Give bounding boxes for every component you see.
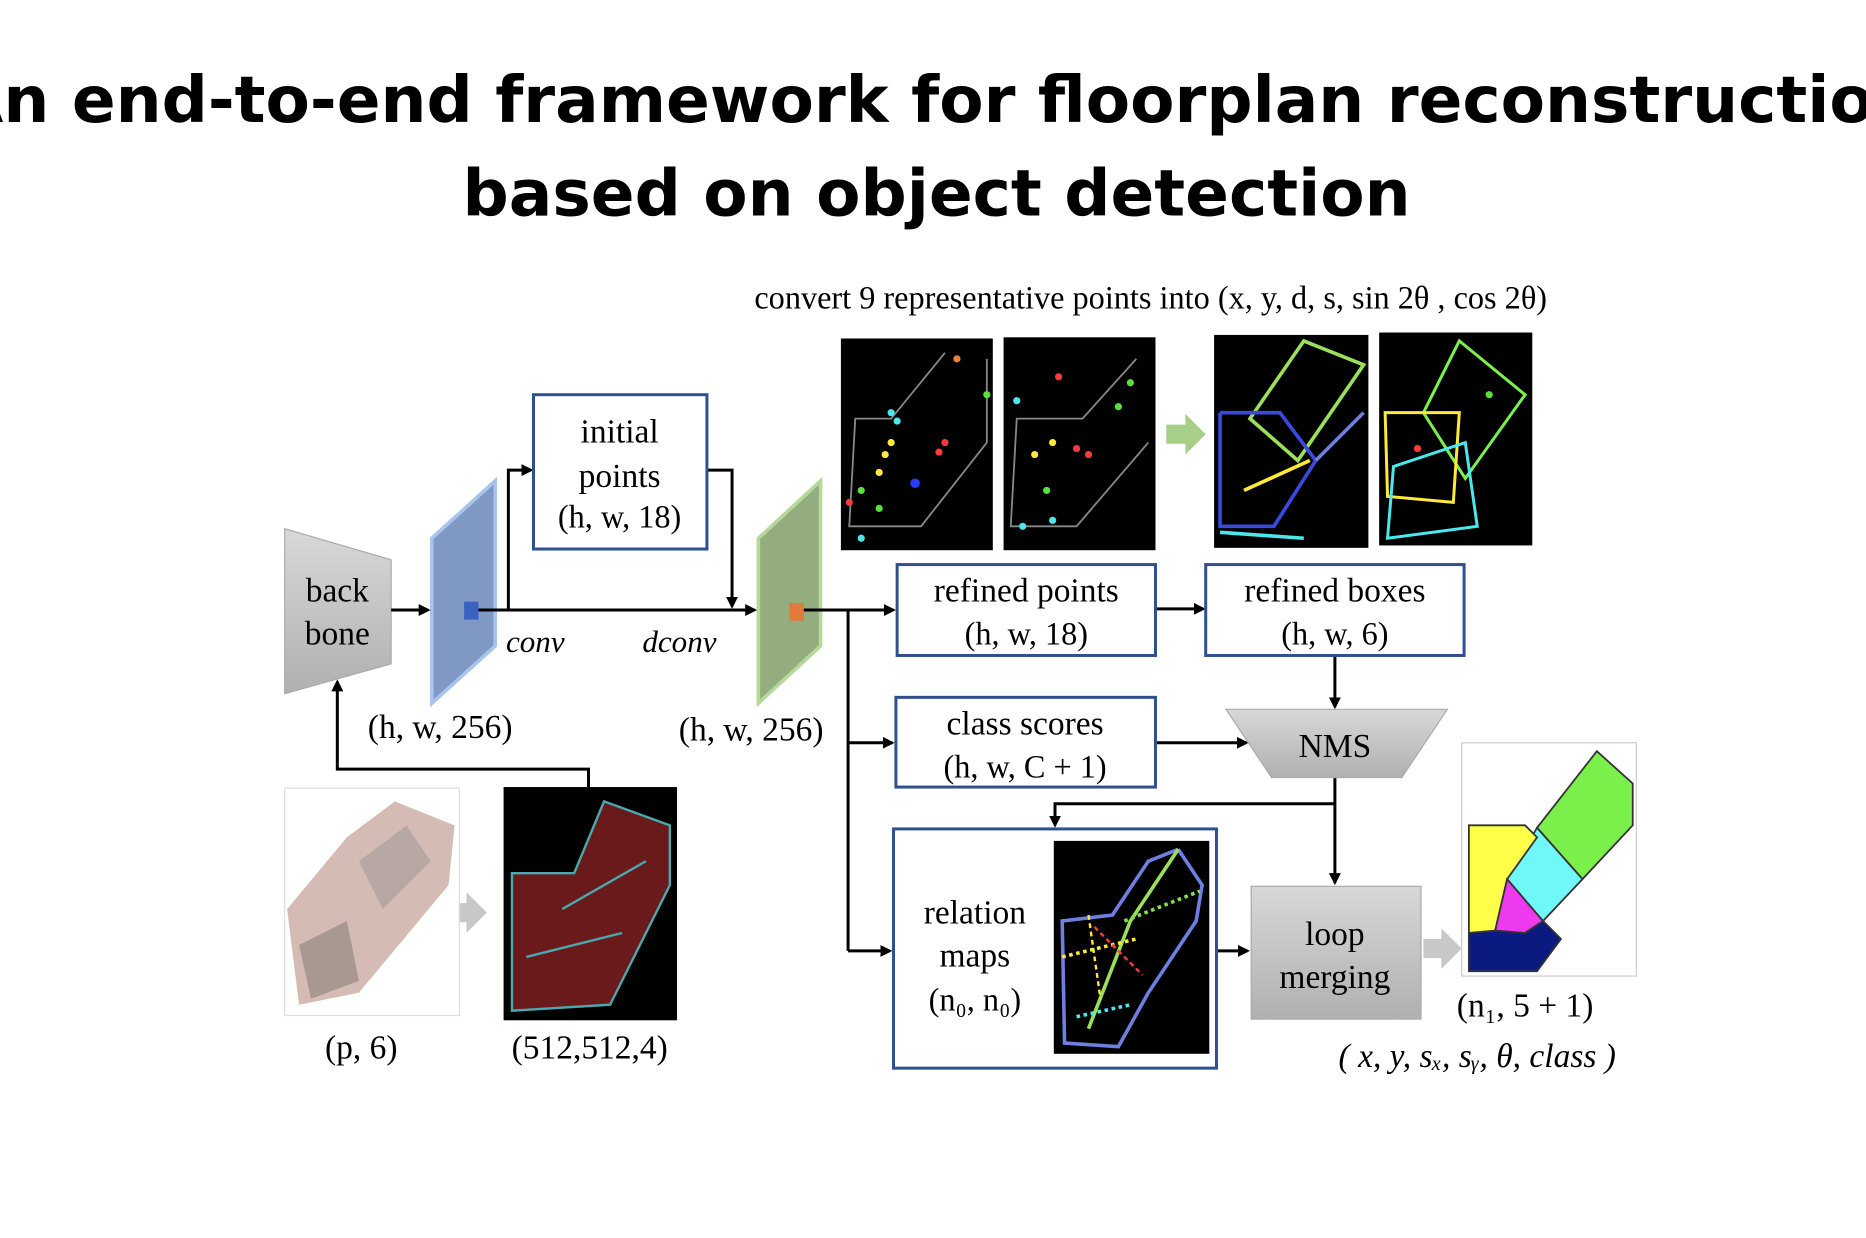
title-line-1: An end-to-end framework for floorplan re… <box>0 63 1866 138</box>
green-arrow-convert <box>1166 413 1206 455</box>
rgb-density-input-image <box>503 787 678 1021</box>
output-shape: (n₁, 5 + 1) <box>1457 988 1594 1025</box>
feature-map-2 <box>756 476 823 708</box>
gray-arrow-output <box>1423 928 1462 969</box>
class-scores-shape: (h, w, C + 1) <box>944 748 1107 784</box>
relation-maps-shape: (n₀, n₀) <box>929 982 1021 1018</box>
title-line-2: based on object detection <box>463 156 1411 231</box>
loop-merging-label-2: merging <box>1279 959 1390 996</box>
refined-boxes-shape: (h, w, 6) <box>1281 616 1388 652</box>
representative-points-image-2 <box>1003 337 1156 551</box>
loop-merging-block: loop merging <box>1250 885 1422 1020</box>
input-image-shape: (512,512,4) <box>512 1030 668 1067</box>
refined-points-box: refined points (h, w, 18) <box>895 563 1157 657</box>
refined-points-shape: (h, w, 18) <box>965 616 1088 652</box>
connectors <box>331 464 1341 957</box>
initial-points-shape: (h, w, 18) <box>558 498 681 534</box>
nms-label: NMS <box>1299 728 1372 765</box>
input-points-shape: (p, 6) <box>325 1030 398 1067</box>
initial-points-box: initial points (h, w, 18) <box>531 393 709 551</box>
dconv-label: dconv <box>642 624 716 659</box>
output-fields: ( x, y, sₓ, sᵧ, θ, class ) <box>1339 1038 1616 1075</box>
refined-boxes-box: refined boxes (h, w, 6) <box>1204 563 1466 657</box>
aerial-input-image <box>284 787 460 1017</box>
gray-arrow-input <box>444 892 487 933</box>
class-scores-label: class scores <box>947 705 1104 742</box>
backbone-block: back bone <box>284 527 392 695</box>
feature-cell-1 <box>464 601 479 620</box>
nms-block: NMS <box>1224 708 1449 779</box>
floorplan-output-image <box>1461 742 1637 977</box>
refined-points-label: refined points <box>934 573 1119 610</box>
class-scores-box: class scores (h, w, C + 1) <box>894 695 1157 789</box>
relation-map-image <box>1053 840 1210 1054</box>
feature-map-1 <box>430 476 498 708</box>
relation-maps-label: relation <box>924 894 1027 931</box>
relation-maps-box: relation maps (n₀, n₀) <box>892 827 1218 1070</box>
top-caption: convert 9 representative points into (x,… <box>754 280 1547 316</box>
relation-maps-label-2: maps <box>940 937 1011 974</box>
refined-boxes-label: refined boxes <box>1244 573 1425 610</box>
feature1-shape: (h, w, 256) <box>368 709 513 746</box>
feature2-shape: (h, w, 256) <box>679 711 824 748</box>
backbone-label-2: bone <box>305 616 370 653</box>
initial-points-label-2: points <box>579 458 661 495</box>
backbone-label-1: back <box>306 573 369 610</box>
loop-merging-label: loop <box>1305 916 1365 953</box>
initial-points-label: initial <box>581 414 659 451</box>
feature-cell-2 <box>789 602 804 621</box>
representative-points-image-1 <box>840 338 993 551</box>
boxes-image-2 <box>1379 332 1533 546</box>
boxes-image-1 <box>1214 334 1369 548</box>
conv-label: conv <box>506 624 565 659</box>
